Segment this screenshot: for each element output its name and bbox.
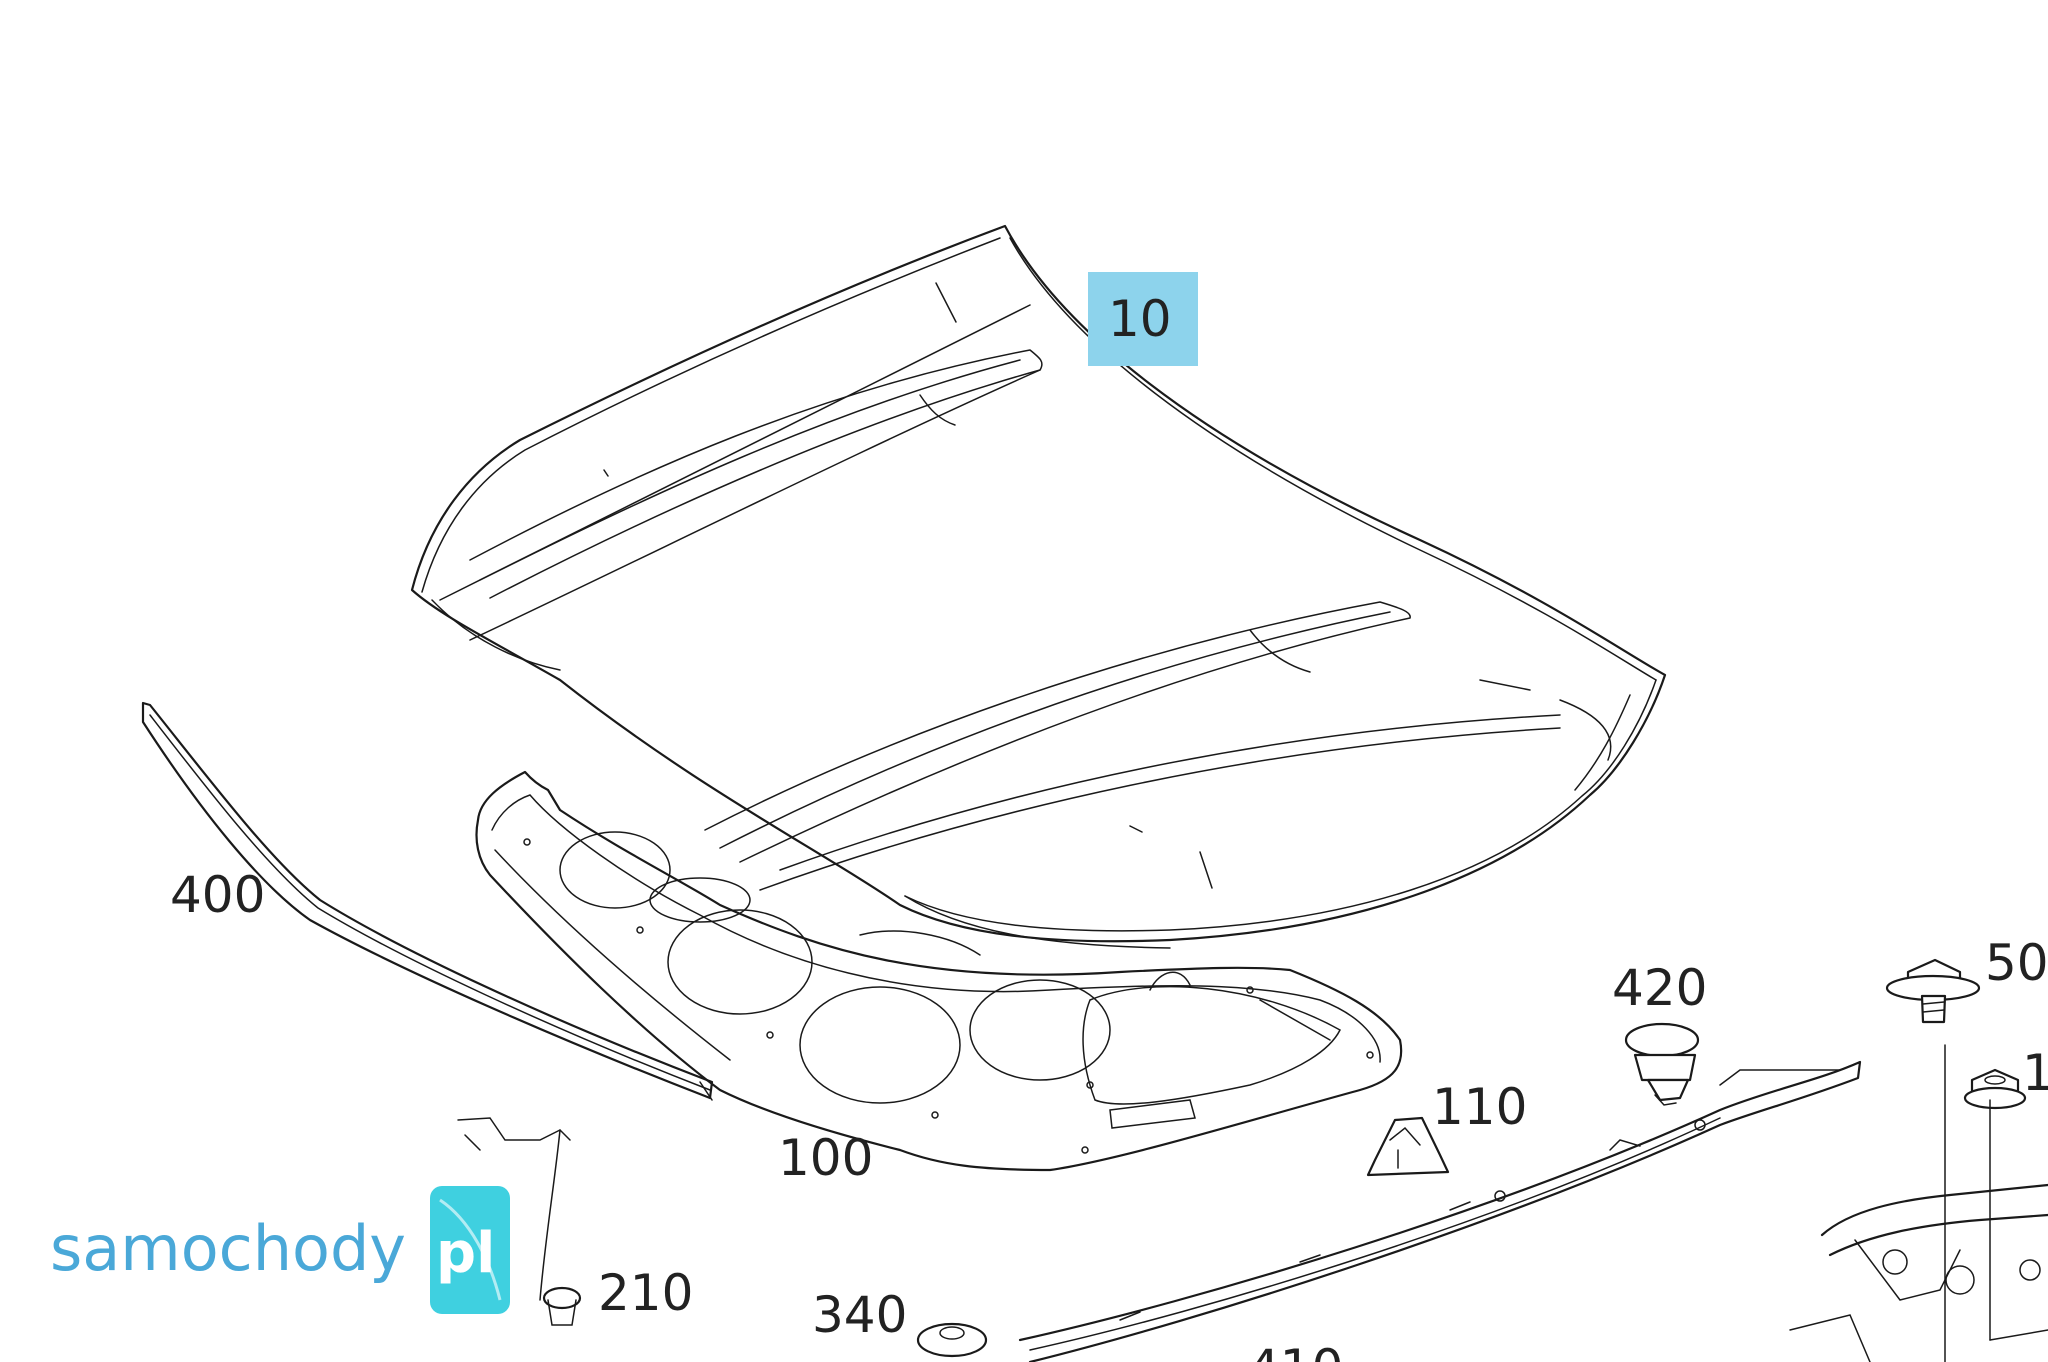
callout-410: 410	[1248, 1339, 1343, 1362]
callout-highlight	[1088, 272, 1198, 366]
bolt-50	[1885, 958, 1981, 1024]
hood-panel	[410, 224, 1667, 949]
watermark-brand: samochody	[50, 1212, 406, 1285]
callout-210: 210	[598, 1264, 693, 1322]
callout-110: 110	[1432, 1078, 1527, 1136]
watermark-badge	[430, 1186, 510, 1314]
callout-50: 50	[1985, 934, 2048, 992]
bracket-small	[457, 1117, 571, 1301]
hood-hinge	[1789, 1044, 2048, 1362]
watermark-logo: samochody pl	[50, 1186, 510, 1314]
callout-10: 10	[1108, 290, 1172, 348]
rubber-buffer	[1366, 1116, 1450, 1177]
callout-1: 1	[2022, 1044, 2048, 1102]
clip-210	[542, 1286, 582, 1326]
watermark-tld: pl	[436, 1221, 495, 1286]
callout-400: 400	[170, 866, 265, 924]
callout-100: 100	[778, 1129, 873, 1187]
callout-420: 420	[1612, 959, 1707, 1017]
push-clip-420	[1624, 1022, 1700, 1106]
callout-340: 340	[812, 1286, 907, 1344]
clip-340	[916, 1322, 988, 1358]
flange-nut	[1963, 1068, 2027, 1110]
hood-trim-rail	[1018, 1060, 1862, 1362]
insulation-mat	[475, 770, 1403, 1172]
seal-strip	[141, 701, 714, 1101]
